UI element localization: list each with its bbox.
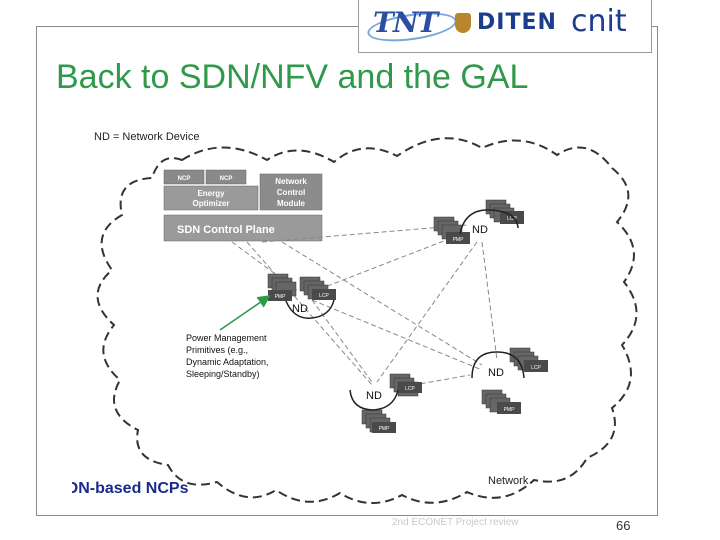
sdn-diagram: ND = Network Device NCP NCP Energy Optim… (72, 131, 638, 504)
sdn-control-plane-box (163, 214, 323, 242)
ncm-line-1: Network (275, 177, 307, 186)
ncm-line-3: Module (277, 199, 306, 208)
nd2-label: ND (292, 303, 308, 315)
cnit-logo: cnit (571, 4, 627, 39)
network-device-2: PMP LCP ND (267, 273, 336, 319)
pmp-annotation-line-3: Dynamic Adaptation, (186, 357, 269, 367)
nd1-lcp-label: LCP (507, 216, 517, 222)
pmp-annotation-arrow (219, 295, 271, 331)
energy-optimizer-line-2: Optimizer (193, 199, 230, 208)
ncm-line-2: Control (277, 188, 305, 197)
sdn-control-plane-label: SDN Control Plane (177, 224, 275, 236)
network-label: Network (488, 475, 529, 487)
ncp-box-1 (163, 169, 205, 185)
legend-text: ND = Network Device (94, 131, 199, 143)
energy-optimizer-box (163, 185, 259, 211)
nd3-label: ND (488, 367, 504, 379)
nd3-pmp-label: PMP (504, 407, 516, 413)
nd1-label: ND (472, 224, 488, 236)
ncp-label-2: NCP (220, 176, 233, 182)
footer-text: 2nd ECONET Project review (392, 517, 519, 528)
nd2-pmp-label: PMP (275, 294, 287, 300)
logo-banner: TNT DITEN cnit (358, 0, 652, 53)
nd4-lcp-label: LCP (405, 386, 415, 392)
tnt-logo: TNT (373, 6, 438, 39)
data-links (311, 231, 498, 389)
diagram-caption: SDN-based NCPs (72, 480, 189, 497)
pmp-annotation-line-2: Primitives (e.g., (186, 345, 248, 355)
network-device-3: LCP PMP ND (471, 347, 548, 414)
network-device-4: LCP PMP ND (349, 373, 422, 433)
seal-icon (455, 13, 471, 33)
nd4-pmp-label: PMP (379, 426, 391, 432)
energy-optimizer-line-1: Energy (197, 189, 225, 198)
network-control-module-box (259, 173, 323, 211)
slide-title: Back to SDN/NFV and the GAL (56, 58, 529, 96)
nd3-lcp-label: LCP (531, 365, 541, 371)
pmp-annotation-line-4: Sleeping/Standby) (186, 369, 260, 379)
slide-frame (36, 26, 658, 516)
network-device-1: LCP PMP ND (433, 199, 524, 244)
nd1-pmp-label: PMP (453, 237, 465, 243)
page-number: 66 (616, 518, 631, 533)
network-cloud (96, 137, 638, 504)
nd2-lcp-label: LCP (319, 293, 329, 299)
ncp-label-1: NCP (178, 176, 191, 182)
ncp-box-2 (205, 169, 247, 185)
diten-logo: DITEN (477, 10, 557, 35)
nd4-label: ND (366, 390, 382, 402)
pmp-annotation-line-1: Power Management (186, 333, 267, 343)
